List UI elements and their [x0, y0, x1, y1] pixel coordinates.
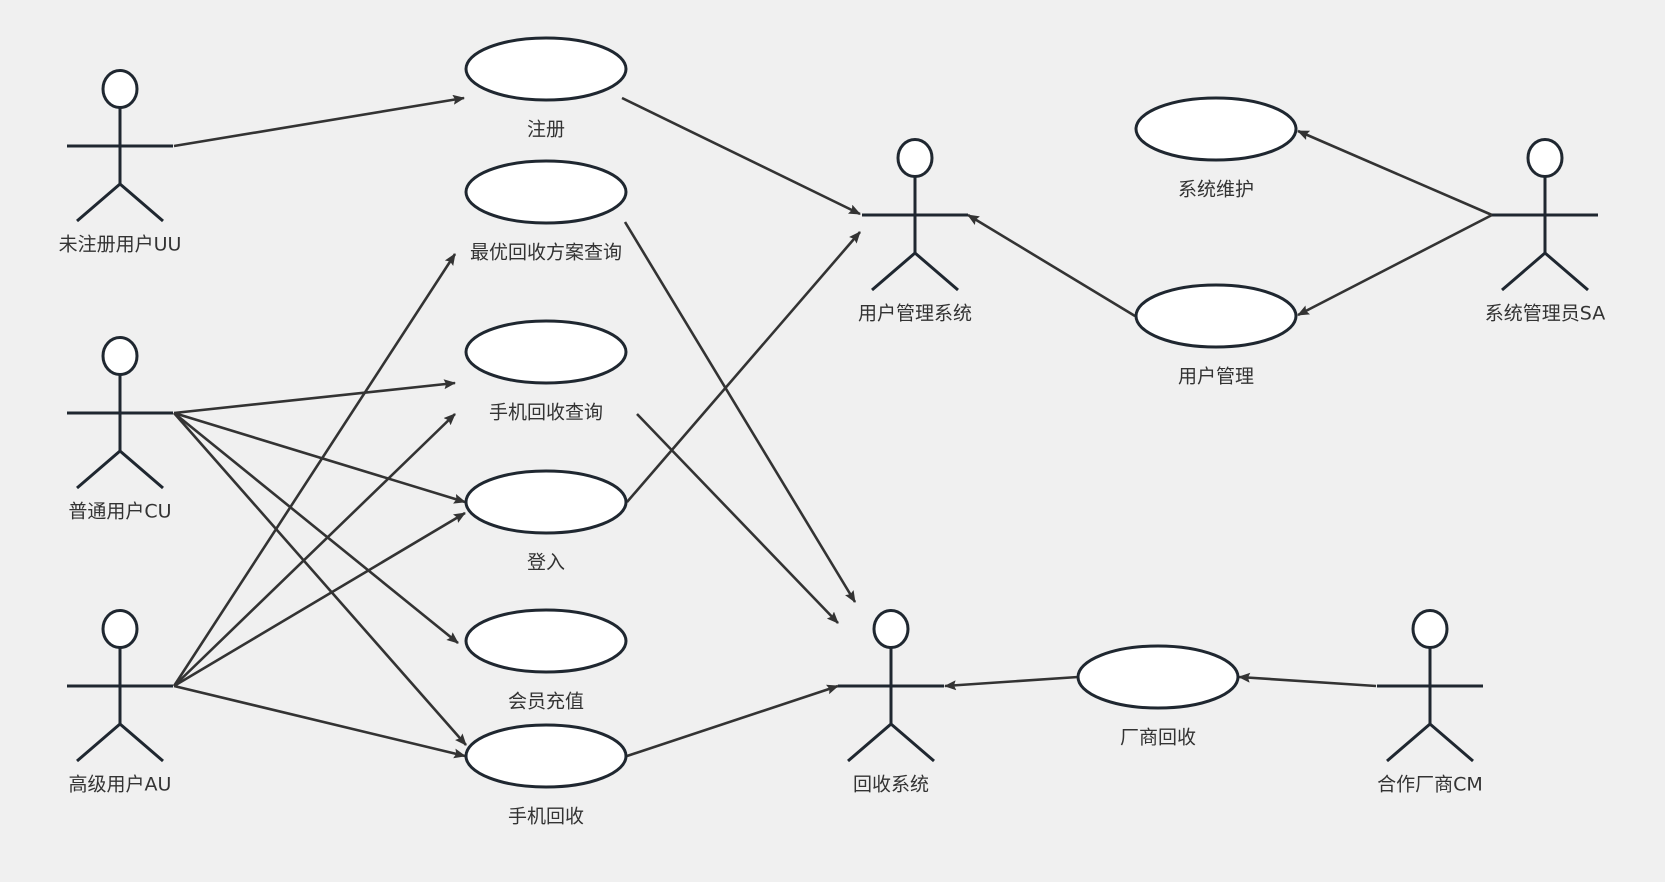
use-case-best-plan[interactable]: 最优回收方案查询 [464, 159, 628, 264]
actor-right-leg [119, 722, 164, 763]
associations-layer [172, 94, 1493, 759]
actor-label: 高级用户AU [69, 774, 172, 796]
actor-cu[interactable]: 普通用户CU [67, 336, 173, 523]
actor-right-leg [1544, 251, 1589, 292]
actor-head-icon [101, 69, 139, 109]
actor-label: 合作厂商CM [1377, 774, 1483, 796]
actor-left-leg [76, 449, 121, 490]
use-case-phone-query[interactable]: 手机回收查询 [464, 319, 628, 424]
actor-cm[interactable]: 合作厂商CM [1377, 609, 1483, 796]
use-case-ellipse[interactable] [464, 723, 628, 789]
association-cu-to-phone_query [173, 379, 456, 415]
use-case-register[interactable]: 注册 [464, 36, 628, 141]
association-sa-to-user_mgmt [1297, 213, 1493, 317]
actor-left-leg [1386, 722, 1431, 763]
association-phone_recycle-to-rs [626, 684, 839, 758]
use-case-label: 手机回收查询 [489, 402, 603, 424]
actor-left-leg [1501, 251, 1546, 292]
association-user_mgmt-to-ums [967, 213, 1136, 318]
association-cm-to-vendor_recycle [1238, 672, 1377, 688]
use-case-label: 手机回收 [508, 806, 584, 828]
association-sa-to-maintenance [1297, 129, 1493, 217]
use-case-label: 厂商回收 [1120, 727, 1196, 749]
actor-right-leg [914, 251, 959, 292]
use-case-label: 会员充值 [508, 691, 584, 713]
use-case-ellipse[interactable] [464, 319, 628, 385]
actor-head-icon [896, 138, 934, 178]
actor-right-leg [1429, 722, 1474, 763]
use-case-label: 注册 [527, 119, 565, 141]
association-au-to-phone_recycle [173, 684, 466, 759]
association-cu-to-login [173, 411, 466, 504]
actor-left-leg [76, 722, 121, 763]
use-case-label: 系统维护 [1178, 179, 1254, 201]
use-case-ellipse[interactable] [464, 608, 628, 674]
association-au-to-phone_query [173, 413, 456, 687]
association-phone_query-to-rs [636, 413, 839, 624]
use-case-ellipse[interactable] [1134, 96, 1298, 162]
actor-label: 未注册用户UU [59, 234, 182, 256]
actor-label: 普通用户CU [68, 501, 171, 523]
association-au-to-login [173, 511, 466, 688]
use-case-label: 最优回收方案查询 [470, 242, 622, 264]
actor-label: 回收系统 [853, 774, 929, 796]
actor-label: 系统管理员SA [1485, 303, 1605, 325]
actor-head-icon [1526, 138, 1564, 178]
use-case-recharge[interactable]: 会员充值 [464, 608, 628, 713]
use-case-ellipse[interactable] [464, 36, 628, 102]
association-vendor_recycle-to-rs [944, 675, 1079, 691]
actor-head-icon [101, 609, 139, 649]
actor-right-leg [119, 182, 164, 223]
actor-right-leg [119, 449, 164, 490]
actor-rs[interactable]: 回收系统 [838, 609, 944, 796]
use-case-ellipse[interactable] [1134, 283, 1298, 349]
use-case-vendor-recycle[interactable]: 厂商回收 [1076, 644, 1240, 749]
use-case-login[interactable]: 登入 [464, 469, 628, 574]
actor-head-icon [101, 336, 139, 376]
actor-sa[interactable]: 系统管理员SA [1485, 138, 1605, 325]
use-case-user-mgmt[interactable]: 用户管理 [1134, 283, 1298, 388]
association-cu-to-phone_recycle [173, 412, 467, 746]
association-cu-to-recharge [173, 411, 459, 645]
actor-ums[interactable]: 用户管理系统 [858, 138, 972, 325]
actor-head-icon [872, 609, 910, 649]
use-case-ellipse[interactable] [464, 469, 628, 535]
actor-au[interactable]: 高级用户AU [67, 609, 173, 796]
actor-right-leg [890, 722, 935, 763]
use-case-ellipse[interactable] [464, 159, 628, 225]
actor-left-leg [76, 182, 121, 223]
use-case-ellipse[interactable] [1076, 644, 1240, 710]
actor-label: 用户管理系统 [858, 303, 972, 325]
actor-left-leg [871, 251, 916, 292]
association-login-to-ums [626, 231, 861, 503]
association-register-to-ums [621, 96, 861, 216]
association-uu-to-register [173, 94, 465, 148]
actor-head-icon [1411, 609, 1449, 649]
use-case-label: 登入 [527, 552, 565, 574]
use-case-phone-recycle[interactable]: 手机回收 [464, 723, 628, 828]
use-case-maintenance[interactable]: 系统维护 [1134, 96, 1298, 201]
association-best_plan-to-rs [623, 221, 857, 603]
association-au-to-best_plan [172, 253, 457, 687]
actor-left-leg [847, 722, 892, 763]
actor-uu[interactable]: 未注册用户UU [59, 69, 182, 256]
use-case-label: 用户管理 [1178, 366, 1254, 388]
